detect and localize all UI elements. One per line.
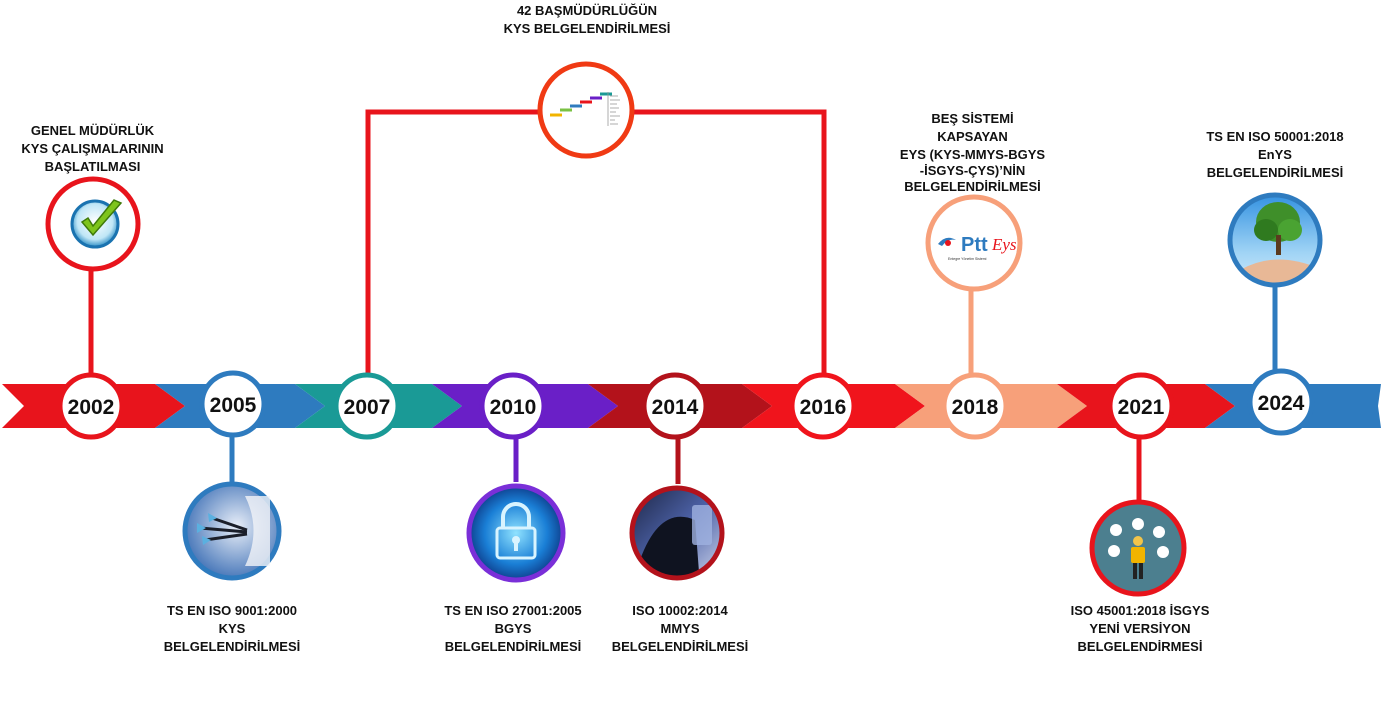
label-line: ISO 45001:2018 İSGYS — [1070, 603, 1210, 618]
year-circle — [57, 372, 125, 440]
year-label: 2021 — [1118, 396, 1165, 419]
customer-service-icon — [629, 485, 725, 581]
bridge-connector — [365, 109, 827, 380]
label-line: BELGELENDİRİLMESİ — [611, 639, 749, 654]
label-line: BELGELENDİRİLMESİ — [163, 639, 301, 654]
padlock-icon — [466, 483, 566, 583]
year-circle — [479, 372, 547, 440]
year-label: 2005 — [210, 394, 257, 417]
year-circle — [1107, 372, 1175, 440]
year-label: 2014 — [652, 396, 699, 419]
label-line: EYS (KYS-MMYS-BGYS — [899, 147, 1046, 162]
logo-sub-text: Eys — [991, 235, 1017, 254]
year-marker-2018: 2018 — [941, 372, 1009, 440]
staircase-chart-icon — [537, 61, 635, 159]
label-line: GENEL MÜDÜRLÜK — [30, 123, 155, 138]
label-line: BEŞ SİSTEMİ — [931, 111, 1014, 126]
label-line: -İSGYS-ÇYS)’NİN — [919, 163, 1026, 178]
label-line: KYS — [218, 621, 246, 636]
label-line: BELGELENDİRMESİ — [1077, 639, 1203, 654]
label-line: ISO 10002:2014 — [632, 603, 728, 618]
year-marker-2010: 2010 — [479, 372, 547, 440]
year-circle — [333, 372, 401, 440]
stems — [88, 270, 1278, 502]
year-marker-2014: 2014 — [641, 372, 709, 440]
label-bridge: 42 BAŞMÜDÜRLÜĞÜN KYS BELGELENDİRİLMESİ — [482, 2, 692, 38]
label-line: KYS ÇALIŞMALARININ — [21, 141, 164, 156]
ptteys-logo-icon: Ptt Eys Entegre Yönetim Sistemi — [925, 194, 1023, 292]
label-2014: ISO 10002:2014 MMYS BELGELENDİRİLMESİ — [595, 602, 765, 656]
year-marker-2021: 2021 — [1107, 372, 1175, 440]
label-line: BGYS — [494, 621, 532, 636]
year-marker-2016: 2016 — [789, 372, 857, 440]
label-2018: BEŞ SİSTEMİ KAPSAYAN EYS (KYS-MMYS-BGYS … — [885, 110, 1060, 196]
label-2005: TS EN ISO 9001:2000 KYS BELGELENDİRİLMES… — [142, 602, 322, 656]
checkmark-icon — [45, 176, 141, 272]
label-line: KAPSAYAN — [937, 129, 1008, 144]
label-2024: TS EN ISO 50001:2018 EnYS BELGELENDİRİLM… — [1185, 128, 1365, 182]
year-circle — [941, 372, 1009, 440]
year-marker-2024: 2024 — [1247, 368, 1315, 436]
label-line: BAŞLATILMASI — [44, 159, 141, 174]
label-line: YENİ VERSİYON — [1089, 621, 1191, 636]
label-line: BELGELENDİRİLMESİ — [1206, 165, 1344, 180]
label-line: BELGELENDİRİLMESİ — [904, 179, 1041, 194]
year-label: 2002 — [68, 396, 115, 419]
logo-main-text: Ptt — [961, 234, 988, 256]
label-line: TS EN ISO 50001:2018 — [1206, 129, 1344, 144]
year-marker-2002: 2002 — [57, 372, 125, 440]
label-2002: GENEL MÜDÜRLÜK KYS ÇALIŞMALARININ BAŞLAT… — [20, 122, 165, 176]
label-2021: ISO 45001:2018 İSGYS YENİ VERSİYON BELGE… — [1050, 602, 1230, 656]
year-marker-2007: 2007 — [333, 372, 401, 440]
year-circle — [199, 370, 267, 438]
label-line: BELGELENDİRİLMESİ — [444, 639, 582, 654]
year-circle — [1247, 368, 1315, 436]
label-line: 42 BAŞMÜDÜRLÜĞÜN — [516, 3, 658, 18]
year-label: 2018 — [952, 396, 999, 419]
label-2010: TS EN ISO 27001:2005 BGYS BELGELENDİRİLM… — [418, 602, 608, 656]
year-circle — [641, 372, 709, 440]
year-label: 2010 — [490, 396, 537, 419]
year-circle — [789, 372, 857, 440]
year-marker-2005: 2005 — [199, 370, 267, 438]
year-label: 2016 — [800, 396, 847, 419]
logo-caption: Entegre Yönetim Sistemi — [948, 257, 987, 261]
year-circles: 2002 2005 2007 2010 2014 2016 2018 2021 2024 — [57, 368, 1315, 440]
label-line: MMYS — [660, 621, 700, 636]
year-label: 2024 — [1258, 392, 1305, 415]
target-arrows-icon — [182, 481, 282, 581]
label-line: TS EN ISO 27001:2005 — [444, 603, 582, 618]
label-line: KYS BELGELENDİRİLMESİ — [503, 21, 671, 36]
label-line: TS EN ISO 9001:2000 — [166, 603, 298, 618]
safety-worker-icon — [1089, 499, 1187, 597]
year-label: 2007 — [344, 396, 391, 419]
label-line: EnYS — [1258, 147, 1292, 162]
tree-in-hands-icon — [1227, 192, 1323, 288]
